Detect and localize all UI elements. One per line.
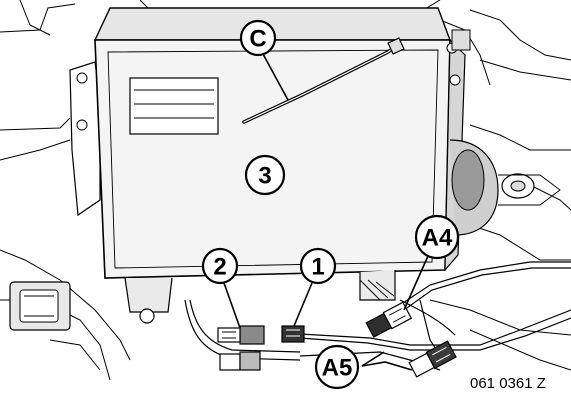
cable-tie: [242, 37, 405, 124]
callout-2-label: 2: [213, 254, 226, 281]
callout-a5: A5: [314, 344, 360, 390]
callout-3: 3: [244, 154, 286, 196]
callout-a4-label: A4: [422, 225, 453, 252]
left-bracket-connector: [9, 281, 71, 331]
callout-c-label: C: [249, 26, 266, 53]
callout-c: C: [239, 19, 277, 57]
connector-1: [281, 325, 305, 343]
connector-2: [217, 325, 265, 345]
callout-a5-label: A5: [322, 355, 353, 382]
callout-a4: A4: [414, 214, 460, 260]
leader-lines: [223, 53, 429, 371]
left-mounting-bracket: [69, 61, 101, 217]
connector-a5: [408, 340, 457, 378]
right-mechanism: [449, 139, 561, 236]
lower-connector: [219, 351, 261, 371]
callout-3-label: 3: [258, 163, 271, 190]
callout-2: 2: [201, 247, 239, 285]
callout-1: 1: [299, 247, 337, 285]
callout-1-label: 1: [311, 254, 324, 281]
reference-number: 061 0361 Z: [470, 375, 546, 392]
